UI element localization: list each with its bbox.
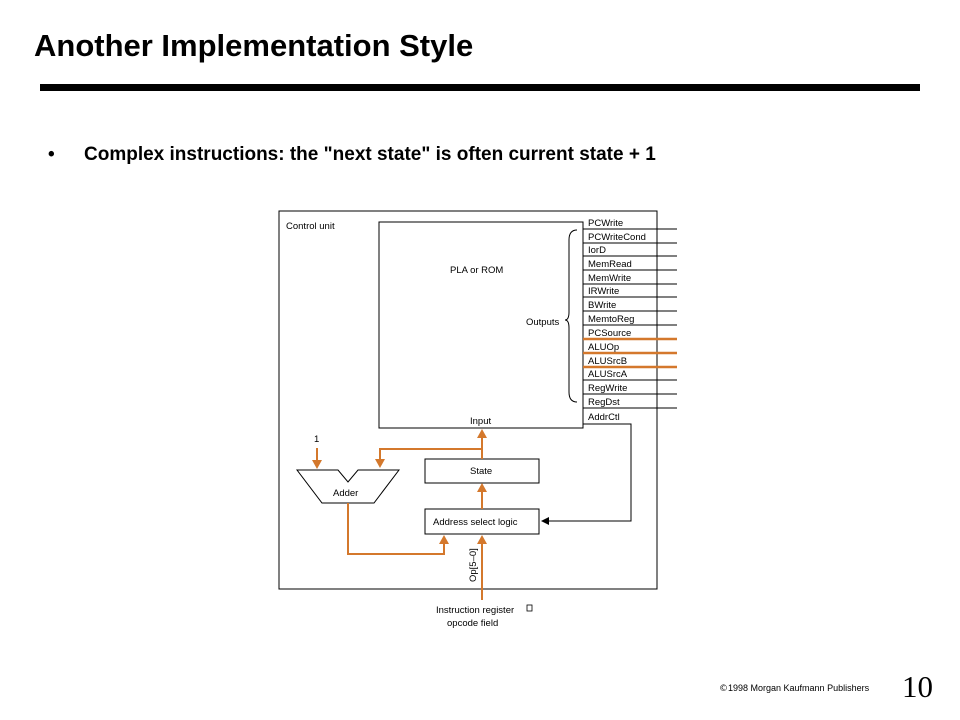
state-to-adder-arrowhead (375, 459, 385, 468)
op-label: Op[5–0] (468, 548, 479, 582)
output-label-iord: IorD (588, 245, 606, 256)
output-label-memtoreg: MemtoReg (588, 314, 634, 325)
output-label-regdst: RegDst (588, 397, 620, 408)
output-label-pcsource: PCSource (588, 328, 631, 339)
addrctl-arrowhead (541, 517, 549, 525)
address-select-label: Address select logic (433, 517, 518, 528)
copyright-symbol: © (719, 684, 728, 694)
input-label: Input (470, 416, 491, 427)
adder-label: Adder (333, 488, 358, 499)
output-label-irwrite: IRWrite (588, 286, 619, 297)
bullet-item: • Complex instructions: the "next state" … (48, 144, 656, 166)
state-label: State (470, 466, 492, 477)
title-rule (40, 84, 920, 91)
adder-to-select-bus (347, 503, 445, 555)
copyright-text: 1998 Morgan Kaufmann Publishers (728, 683, 870, 693)
control-unit-label: Control unit (286, 221, 335, 232)
state-to-adder-bus (379, 448, 482, 460)
outputs-brace (564, 229, 578, 403)
bullet-text: Complex instructions: the "next state" i… (84, 144, 656, 165)
select-to-state-arrowhead (477, 483, 487, 492)
bullet-dot: • (48, 144, 55, 165)
addrctl-line (549, 423, 632, 522)
output-label-alusrcb: ALUSrcB (588, 356, 627, 367)
addrctl-label: AddrCtl (588, 412, 620, 423)
output-label-memwrite: MemWrite (588, 273, 631, 284)
output-label-bwrite: BWrite (588, 300, 616, 311)
adder-shape (295, 469, 401, 504)
adder-to-select-arrowhead (439, 535, 449, 544)
outputs-label: Outputs (526, 317, 560, 328)
instruction-register-mark (526, 604, 533, 612)
copyright-footer: ©1998 Morgan Kaufmann Publishers (719, 683, 869, 694)
output-label-aluop: ALUOp (588, 342, 619, 353)
output-label-regwrite: RegWrite (588, 383, 627, 394)
output-label-memread: MemRead (588, 259, 632, 270)
constant-one-label: 1 (314, 434, 319, 445)
constant-one-arrowhead (312, 460, 322, 469)
op-bus-arrowhead (477, 535, 487, 544)
output-signal-lines (583, 228, 677, 409)
output-signal-labels: PCWrite PCWriteCond IorD MemRead MemWrit… (588, 218, 646, 408)
output-label-pcwritecond: PCWriteCond (588, 232, 646, 243)
output-label-pcwrite: PCWrite (588, 218, 623, 229)
page-number: 10 (902, 669, 933, 704)
pla-rom-label: PLA or ROM (450, 265, 503, 276)
slide-title: Another Implementation Style (34, 28, 474, 63)
state-to-input-arrowhead (477, 429, 487, 438)
instruction-register-label: Instruction register (436, 605, 514, 616)
control-unit-box (278, 210, 658, 590)
opcode-field-label: opcode field (447, 618, 498, 629)
output-label-alusrca: ALUSrcA (588, 369, 628, 380)
